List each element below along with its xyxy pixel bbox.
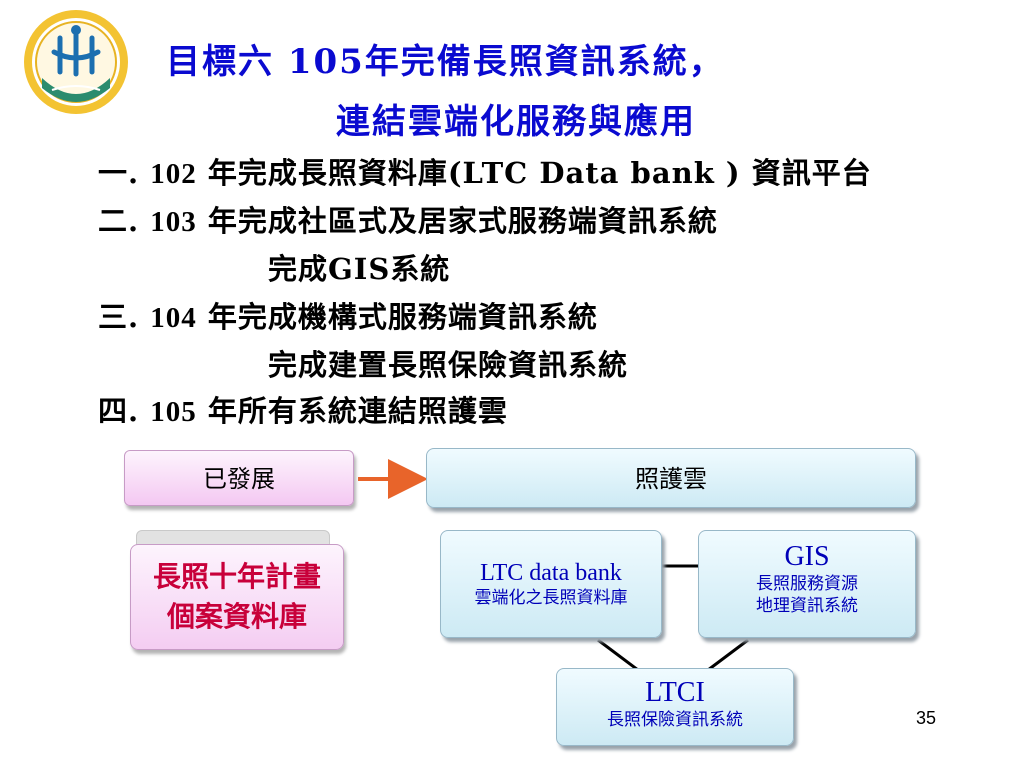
legacy-box-line-1: 長照十年計畫 [152, 560, 321, 593]
list-item-continuation: 完成建置長照保險資訊系統 [268, 342, 628, 384]
item-year: 103 [150, 206, 197, 238]
ltc-databank-title: LTC data bank [480, 560, 622, 586]
list-item: 一. 102 年完成長照資料庫(LTC Data bank ) 資訊平台 [98, 150, 872, 192]
item-text: 年所有系統連結照護雲 [207, 394, 508, 428]
gis-caption-line-1: 長照服務資源 [756, 574, 858, 594]
item-text: 年完成社區式及居家式服務端資訊系統 [207, 204, 718, 238]
item-text: 完成建置長照保險資訊系統 [268, 348, 629, 382]
gis-box: GIS 長照服務資源 地理資訊系統 [698, 530, 916, 638]
care-cloud-box: 照護雲 [426, 448, 916, 508]
gis-caption-line-2: 地理資訊系統 [756, 596, 858, 616]
slide-title-line-2: 連結雲端化服務與應用 [336, 102, 696, 142]
slide-title-line-1: 目標六 105年完備長照資訊系統， [166, 42, 725, 82]
ltci-box: LTCI 長照保險資訊系統 [556, 668, 794, 746]
connector-ltc-ltci [597, 638, 639, 672]
item-number: 二. [98, 204, 140, 238]
item-year: 102 [150, 158, 197, 190]
gis-title: GIS [784, 541, 830, 572]
item-text: 年完成機構式服務端資訊系統 [207, 300, 598, 334]
item-text: 年完成長照資料庫(LTC Data bank ) 資訊平台 [207, 156, 872, 190]
ltci-title: LTCI [645, 677, 705, 708]
ltc-databank-box: LTC data bank 雲端化之長照資料庫 [440, 530, 662, 638]
list-item: 二. 103 年完成社區式及居家式服務端資訊系統 [98, 198, 718, 240]
item-number: 四. [98, 394, 140, 428]
item-number: 一. [98, 156, 140, 190]
list-item-continuation: 完成GIS系統 [268, 246, 450, 288]
developed-box: 已發展 [124, 450, 354, 506]
item-year: 104 [150, 302, 197, 334]
connector-gis-ltci [707, 638, 749, 672]
ltci-caption: 長照保險資訊系統 [607, 710, 743, 730]
ministry-logo [24, 10, 128, 114]
list-item: 四. 105 年所有系統連結照護雲 [98, 388, 508, 430]
legacy-box-line-2: 個案資料庫 [166, 600, 307, 633]
item-year: 105 [150, 396, 197, 428]
legacy-case-database-box: 長照十年計畫 個案資料庫 [130, 544, 344, 650]
page-number: 35 [916, 708, 937, 728]
item-text: 完成GIS系統 [268, 252, 451, 286]
item-number: 三. [98, 300, 140, 334]
ltc-databank-caption: 雲端化之長照資料庫 [474, 588, 628, 608]
list-item: 三. 104 年完成機構式服務端資訊系統 [98, 294, 598, 336]
